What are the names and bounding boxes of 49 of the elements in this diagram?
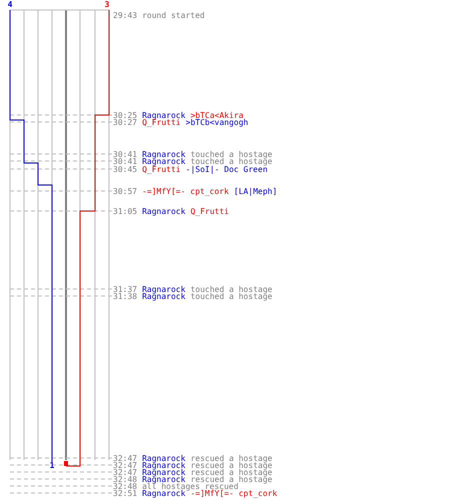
player-name: Ragnarock <box>142 469 186 477</box>
timestamp: 32:47 <box>113 462 138 470</box>
player-count: 3 <box>104 1 110 9</box>
player-name: Q_Frutti <box>142 119 181 127</box>
player-name: Ragnarock <box>142 208 186 216</box>
log-text: touched a hostage <box>190 286 272 294</box>
player-name: Ragnarock <box>142 151 186 159</box>
log-text: touched a hostage <box>190 158 272 166</box>
timestamp: 30:57 <box>113 188 138 196</box>
timestamp: 31:38 <box>113 293 138 301</box>
event-text: round started <box>142 12 205 20</box>
log-text: rescued a hostage <box>190 469 272 477</box>
log-text: rescued a hostage <box>190 476 272 484</box>
timestamp: 30:25 <box>113 112 138 120</box>
player-name: Ragnarock <box>142 476 186 484</box>
timestamp: 32:48 <box>113 483 138 491</box>
timestamp: 32:47 <box>113 469 138 477</box>
timestamp: 32:51 <box>113 490 138 498</box>
timestamp: 32:47 <box>113 455 138 463</box>
player-name: Ragnarock <box>142 112 186 120</box>
player-count: 4 <box>8 1 12 9</box>
player-name: Ragnarock <box>142 286 186 294</box>
timestamp: 31:05 <box>113 208 138 216</box>
timestamp: 30:27 <box>113 119 138 127</box>
player-name: Ragnarock <box>142 455 186 463</box>
player-name: Ragnarock <box>142 490 186 498</box>
player-name: Ragnarock <box>142 462 186 470</box>
log-text: -|SoI|- Doc Green <box>186 166 268 174</box>
event-text: all hostages rescued <box>142 483 238 491</box>
log-text: rescued a hostage <box>190 455 272 463</box>
timestamp: 30:41 <box>113 158 138 166</box>
timestamp: 30:41 <box>113 151 138 159</box>
log-text: [LA|Meph] <box>234 188 278 196</box>
timestamp: 31:37 <box>113 286 138 294</box>
timestamp: 29:43 <box>113 12 138 20</box>
timestamp: 30:45 <box>113 166 138 174</box>
player-name: -=]MfY[=- cpt_cork <box>142 188 229 196</box>
log-text: rescued a hostage <box>190 462 272 470</box>
player-name: Q_Frutti <box>142 166 181 174</box>
log-text: Q_Frutti <box>190 208 229 216</box>
player-name: Ragnarock <box>142 158 186 166</box>
timestamp: 32:48 <box>113 476 138 484</box>
player-name: Ragnarock <box>142 293 186 301</box>
log-text: >bTCb<vangogh <box>186 119 248 127</box>
log-text: touched a hostage <box>190 151 272 159</box>
log-text: -=]MfY[=- cpt_cork <box>190 490 278 498</box>
player-count: 1 <box>50 462 54 470</box>
log-text: touched a hostage <box>190 293 272 301</box>
log-text: >bTCa<Akira <box>190 112 244 120</box>
